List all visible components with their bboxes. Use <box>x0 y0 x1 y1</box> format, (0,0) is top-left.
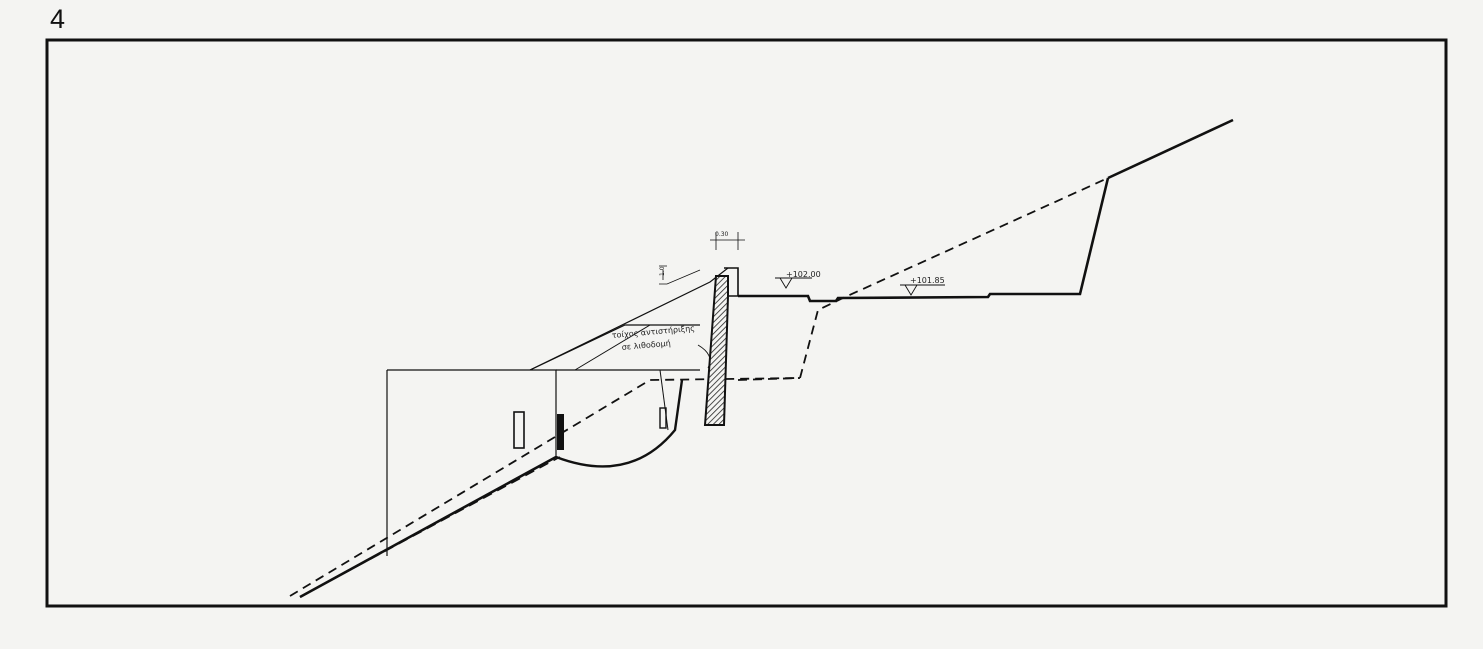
dim-top-label: 0.30 <box>715 231 729 238</box>
underground-dashed <box>737 377 801 381</box>
dim-top-mark <box>710 232 745 250</box>
level-marker-left <box>775 277 812 289</box>
level-marker-right <box>900 284 945 296</box>
door-left-jamb <box>557 414 564 450</box>
note-leader <box>697 344 711 369</box>
terrain-upper-right <box>1107 118 1234 180</box>
original-terrain-dashed <box>289 177 1109 597</box>
door-right-jamb <box>659 407 667 429</box>
sheet-number: 4 <box>50 4 66 34</box>
window-opening <box>513 411 525 449</box>
level-label-right: +101.85 <box>910 276 945 285</box>
dim-vertical-label: 1.0 <box>659 266 666 276</box>
excavation-curve <box>555 379 684 468</box>
dashed-parallel <box>299 456 561 598</box>
wall-note-line-2: σε λιθοδομή <box>621 339 671 352</box>
roof-inner-line <box>574 324 651 371</box>
terrace-level <box>738 177 1110 303</box>
building-outline <box>387 369 557 457</box>
roof-slope-upper <box>529 267 729 371</box>
drawing-frame <box>45 38 1448 608</box>
wall-coping <box>724 267 739 297</box>
level-label-left: +102.00 <box>786 270 821 279</box>
wall-note-line-1: τοίχος αντιστήριξης <box>611 324 695 340</box>
ground-line-lower <box>299 455 557 599</box>
dim-vertical-mark <box>659 265 701 285</box>
retaining-wall-section <box>703 275 729 426</box>
